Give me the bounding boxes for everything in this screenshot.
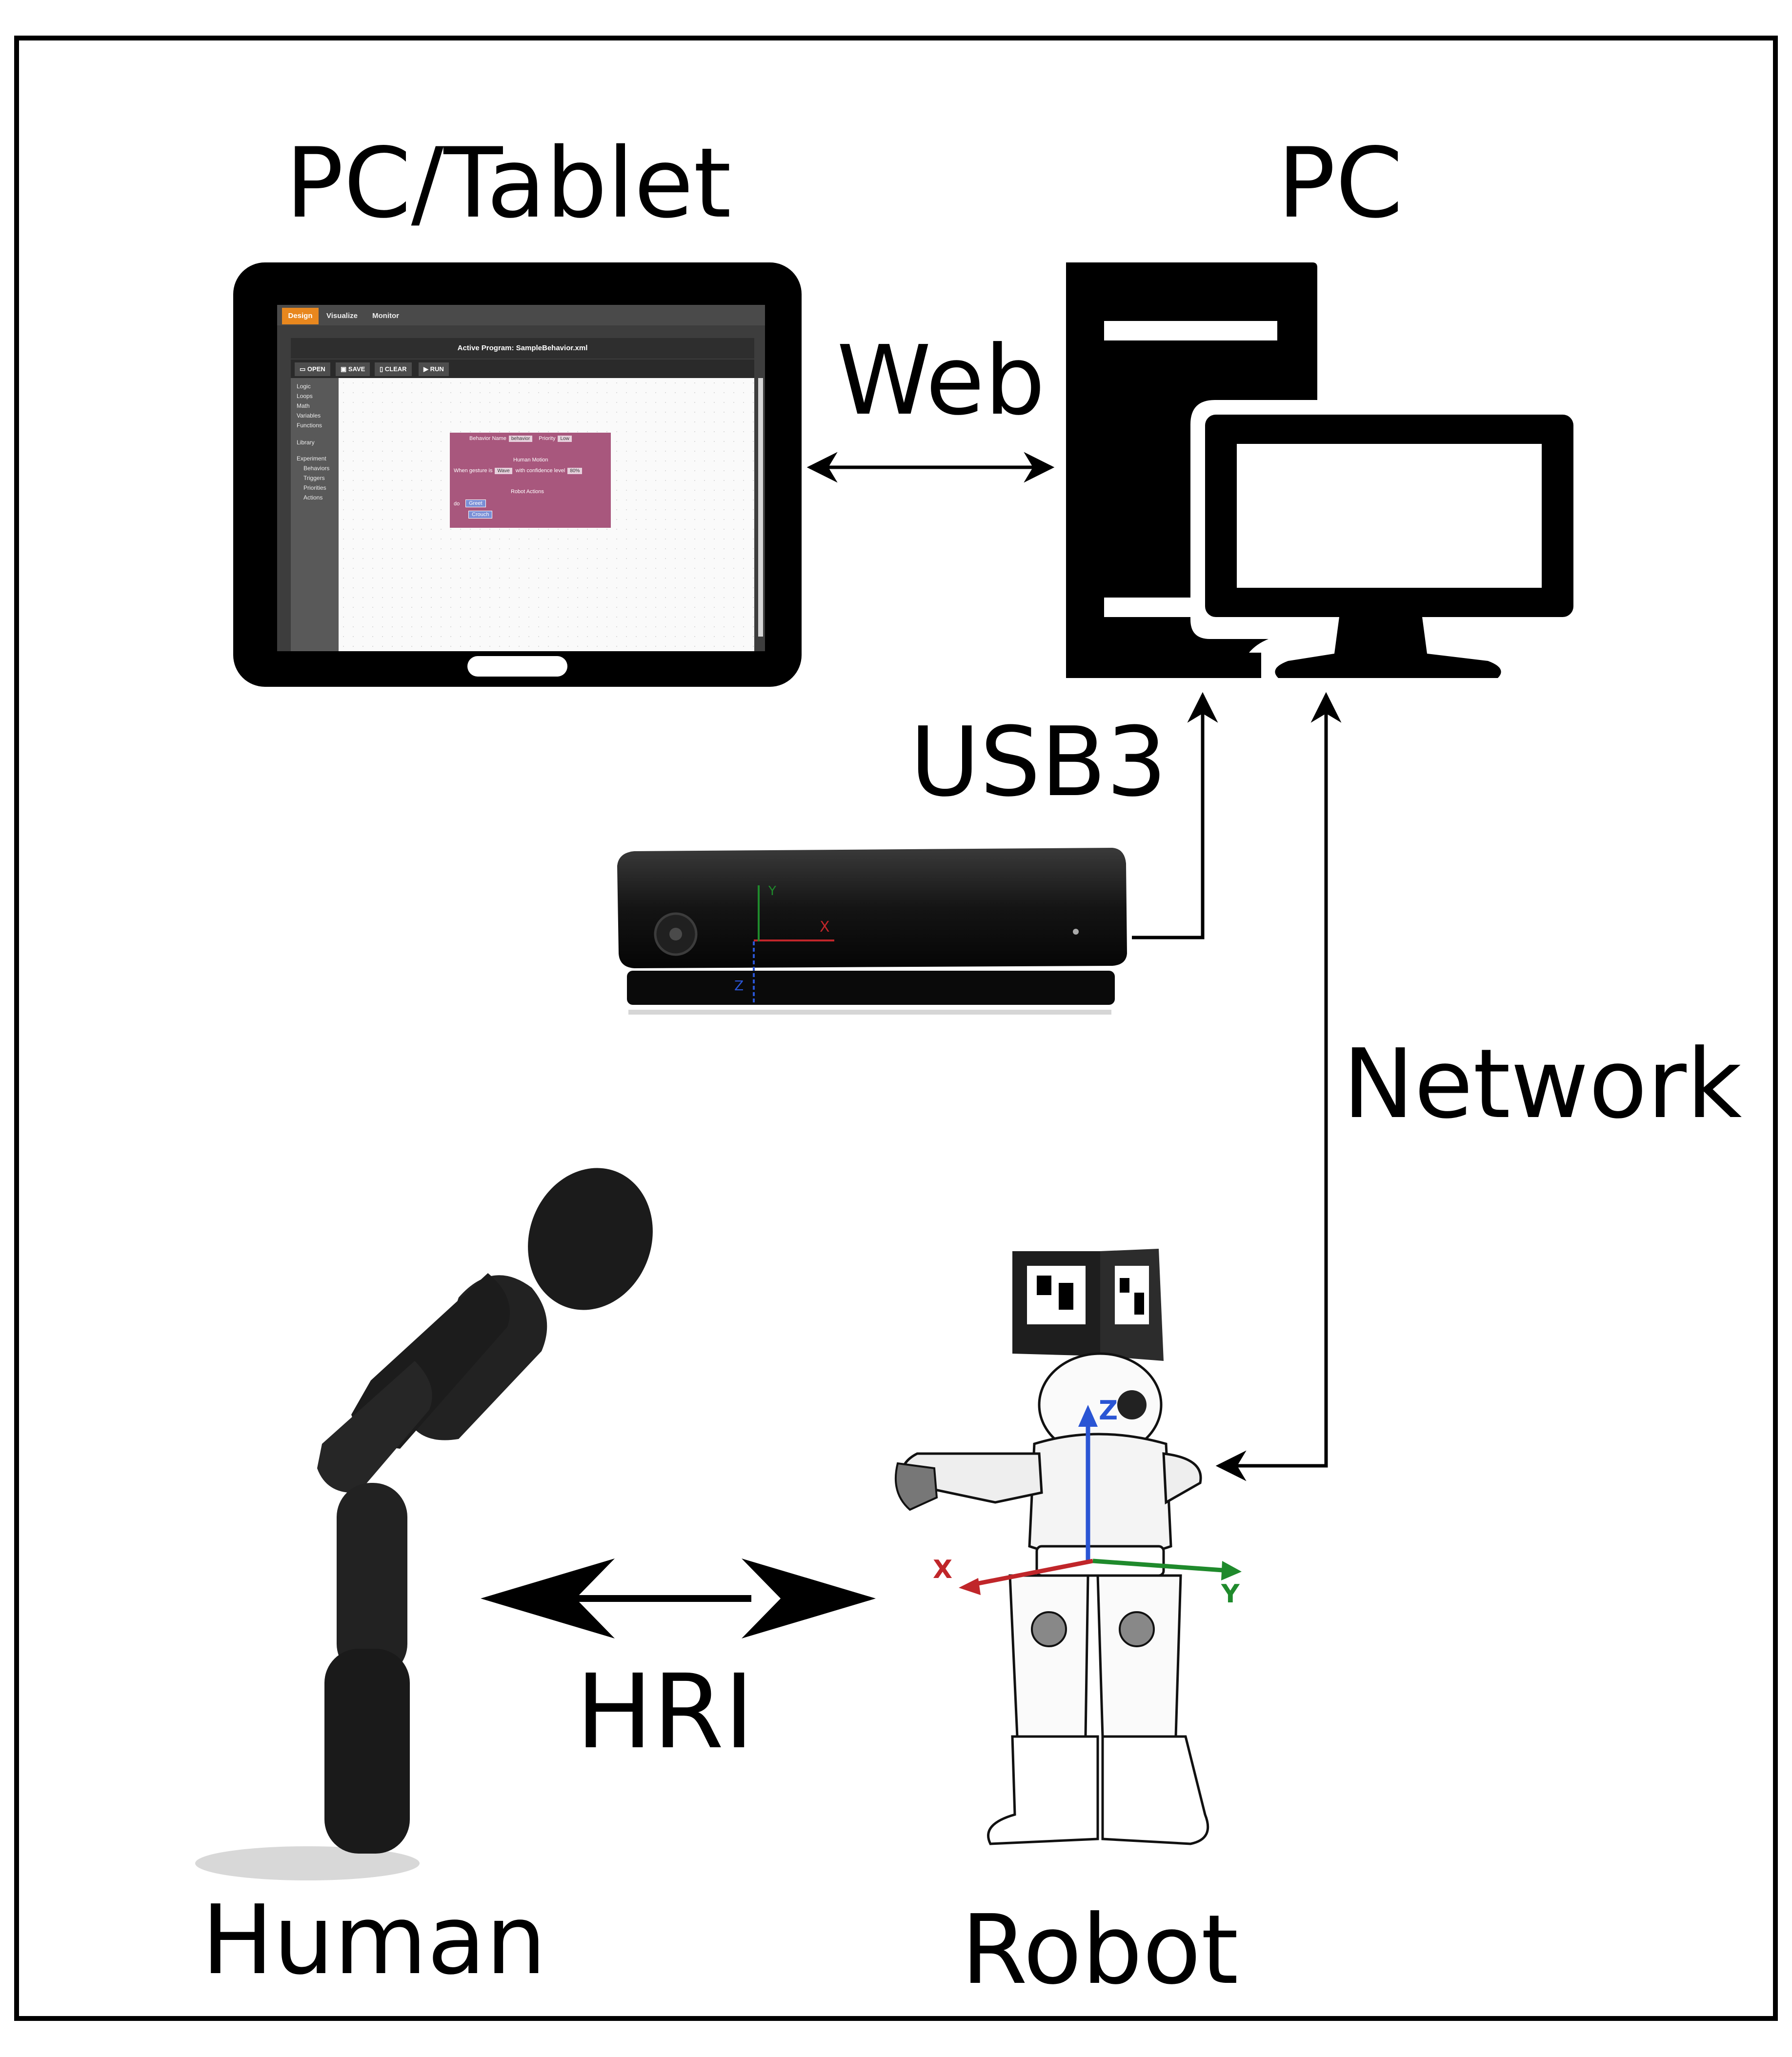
usb3-label: USB3 (910, 707, 1168, 818)
pc-computer-icon (1066, 262, 1573, 678)
behavior-name-field[interactable]: behavior (508, 436, 533, 442)
hri-label: HRI (576, 1652, 754, 1772)
blocks-sidebar: Logic Loops Math Variables Functions Lib… (291, 378, 339, 651)
behavior-name-label: Behavior Name (469, 436, 506, 441)
human-motion-header: Human Motion (513, 457, 548, 463)
app-toolbar: ▭ OPEN ▣ SAVE ▯ CLEAR ▶ RUN (291, 359, 754, 378)
play-icon: ▶ (423, 365, 430, 373)
sidebar-item-actions[interactable]: Actions (303, 494, 323, 501)
active-program-title: Active Program: SampleBehavior.xml (291, 338, 754, 359)
usb3-connection-arrow (1132, 692, 1218, 939)
sidebar-item-loops[interactable]: Loops (297, 393, 313, 399)
save-icon: ▣ (341, 365, 348, 373)
network-connection-arrow (1215, 692, 1342, 1481)
tab-design[interactable]: Design (282, 308, 319, 324)
nao-robot: Z X Y (894, 1249, 1242, 1845)
sidebar-item-priorities[interactable]: Priorities (303, 484, 326, 491)
gesture-label: When gesture is (454, 468, 493, 474)
sidebar-item-behaviors[interactable]: Behaviors (303, 465, 330, 472)
clear-button[interactable]: ▯ CLEAR (375, 362, 412, 376)
action-greet-block[interactable]: Greet (465, 499, 486, 507)
workspace-scrollbar[interactable] (758, 378, 763, 637)
priority-label: Priority (539, 436, 556, 441)
diagram-frame (14, 36, 1778, 2021)
kinect-sensor: X Y Z (617, 848, 1127, 1015)
sidebar-item-logic[interactable]: Logic (297, 383, 311, 390)
clear-button-label: CLEAR (384, 365, 407, 373)
open-button[interactable]: ▭ OPEN (295, 362, 330, 376)
save-button[interactable]: ▣ SAVE (336, 362, 370, 376)
sidebar-item-triggers[interactable]: Triggers (303, 475, 325, 481)
robot-y-axis-label: Y (1221, 1579, 1240, 1609)
robot-z-axis-label: Z (1099, 1395, 1118, 1426)
sidebar-item-variables[interactable]: Variables (297, 412, 321, 419)
open-button-label: OPEN (307, 365, 325, 373)
run-button[interactable]: ▶ RUN (419, 362, 449, 376)
robot-actions-header: Robot Actions (511, 489, 544, 495)
human-label: Human (201, 1885, 546, 1996)
sidebar-item-math[interactable]: Math (297, 402, 310, 409)
action-crouch-block[interactable]: Crouch (468, 511, 493, 519)
sidebar-item-library[interactable]: Library (297, 439, 315, 446)
kinect-y-axis-label: Y (768, 884, 776, 899)
tablet-app-screen: Design Visualize Monitor Active Program:… (277, 305, 765, 651)
robot-label: Robot (961, 1895, 1239, 2006)
gesture-dropdown[interactable]: Wave (495, 468, 512, 474)
kinect-z-axis-label: Z (734, 978, 744, 994)
confidence-dropdown[interactable]: 80% (567, 468, 583, 474)
pc-tablet-label: PC/Tablet (285, 127, 732, 240)
folder-icon: ▭ (300, 365, 307, 373)
robot-x-axis-label: X (933, 1555, 952, 1584)
network-label: Network (1343, 1029, 1742, 1140)
confidence-label: with confidence level (515, 468, 565, 474)
priority-dropdown[interactable]: Low (558, 436, 572, 442)
do-label: do (454, 501, 460, 507)
sidebar-item-experiment[interactable]: Experiment (297, 455, 326, 462)
pc-label: PC (1277, 127, 1403, 240)
run-button-label: RUN (430, 365, 444, 373)
app-tab-bar: Design Visualize Monitor (277, 305, 765, 325)
hri-interaction-arrow (481, 1558, 876, 1638)
tab-visualize[interactable]: Visualize (326, 312, 358, 320)
tab-monitor[interactable]: Monitor (372, 312, 399, 320)
kinect-x-axis-label: X (820, 919, 830, 936)
web-label: Web (837, 325, 1046, 437)
save-button-label: SAVE (348, 365, 365, 373)
trash-icon: ▯ (380, 365, 385, 373)
human-figure (195, 1168, 653, 1880)
sidebar-item-functions[interactable]: Functions (297, 422, 322, 429)
